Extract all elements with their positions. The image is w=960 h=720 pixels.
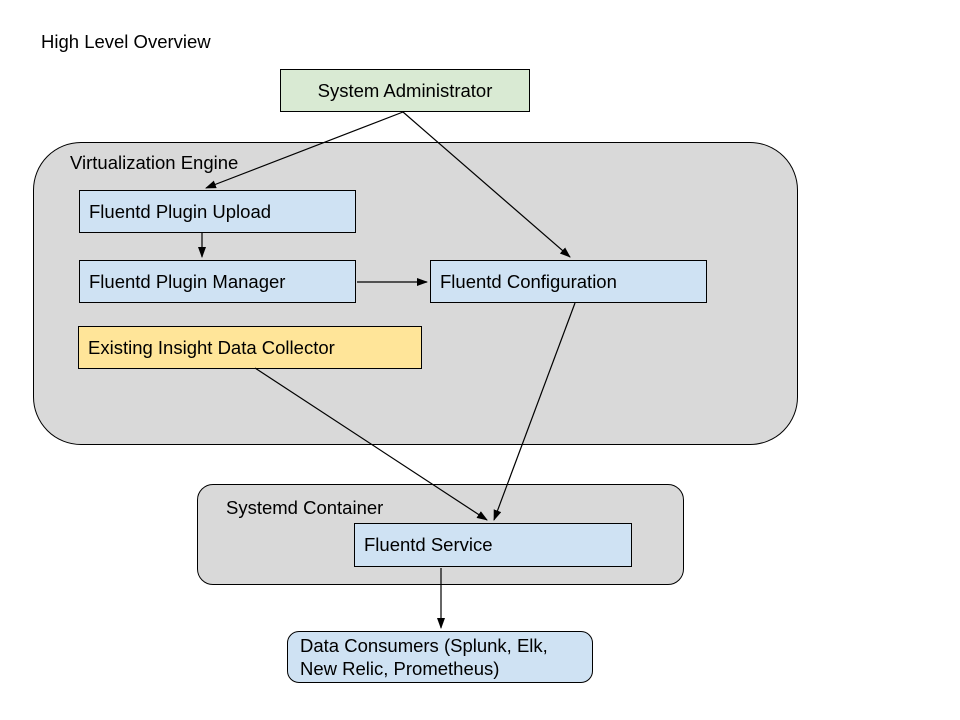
diagram-title: High Level Overview <box>41 31 211 52</box>
node-system-administrator-label: System Administrator <box>317 79 493 101</box>
node-fluentd-configuration: Fluentd Configuration <box>430 260 707 303</box>
node-fluentd-service: Fluentd Service <box>354 523 632 567</box>
node-fluentd-plugin-manager: Fluentd Plugin Manager <box>79 260 356 303</box>
node-fluentd-plugin-upload: Fluentd Plugin Upload <box>79 190 356 233</box>
node-data-consumers: Data Consumers (Splunk, Elk, New Relic, … <box>287 631 593 683</box>
node-data-consumers-label-line2: New Relic, Prometheus) <box>300 657 500 679</box>
node-fluentd-service-label: Fluentd Service <box>364 534 493 555</box>
node-system-administrator: System Administrator <box>280 69 530 112</box>
container-virtualization-engine-label: Virtualization Engine <box>70 152 239 173</box>
node-existing-insight-data-collector-label: Existing Insight Data Collector <box>88 336 335 358</box>
container-systemd-container-label: Systemd Container <box>226 497 384 518</box>
node-data-consumers-label-line1: Data Consumers (Splunk, Elk, <box>300 635 548 656</box>
node-fluentd-plugin-upload-label: Fluentd Plugin Upload <box>89 200 272 222</box>
node-fluentd-configuration-label: Fluentd Configuration <box>440 270 617 292</box>
node-existing-insight-data-collector: Existing Insight Data Collector <box>78 326 422 369</box>
node-fluentd-plugin-manager-label: Fluentd Plugin Manager <box>89 270 286 292</box>
